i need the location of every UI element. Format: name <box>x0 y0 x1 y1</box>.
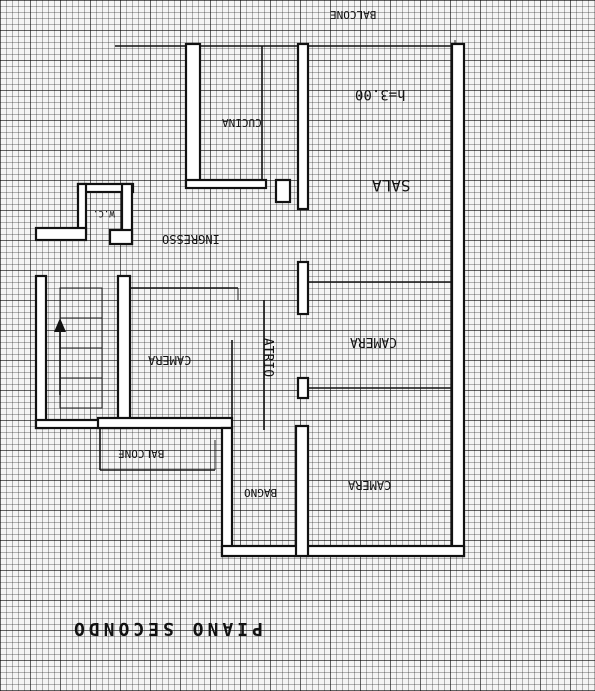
kitchen-right-wall <box>296 42 310 211</box>
kitchen-door-jamb <box>274 178 292 204</box>
wc-left-wall <box>76 182 88 236</box>
kitchen-label: CUCINA <box>222 116 262 129</box>
bedroom-left-label: CAMERA <box>148 353 192 367</box>
right-outer-wall <box>450 42 466 558</box>
floor-title: PIANO SECONDO <box>70 618 263 639</box>
entrance-left-wall <box>34 226 88 242</box>
balcony-bottom-label: BALCONE <box>118 447 165 460</box>
bottom-outer-wall <box>220 544 466 558</box>
bedroom-bottom-label: CAMERA <box>348 478 392 492</box>
bedroom-left-bottom-wall <box>96 416 234 430</box>
kitchen-left-wall <box>184 42 202 188</box>
bath-label: BAGNO <box>244 486 278 499</box>
kitchen-bottom-wall <box>184 178 268 190</box>
bedroom-door-jamb <box>296 376 310 400</box>
hall-label: ATRIO <box>260 337 276 378</box>
bath-left-wall <box>220 426 234 558</box>
living-door-wall <box>296 260 310 316</box>
wc-label: W.C. <box>93 208 115 218</box>
bedroom-right-label: CAMERA <box>350 334 397 349</box>
entrance-right-jamb <box>108 228 134 246</box>
stair-arrow-icon <box>54 318 66 332</box>
bath-right-wall <box>294 424 310 558</box>
height-label: h=3.00 <box>355 86 406 102</box>
stair-right-wall <box>116 274 132 428</box>
stair-left-wall <box>34 274 48 430</box>
living-label: SALA <box>372 176 411 195</box>
entrance-label: INGRESSO <box>162 232 220 246</box>
balcony-top-label: BALCONE <box>330 8 377 21</box>
